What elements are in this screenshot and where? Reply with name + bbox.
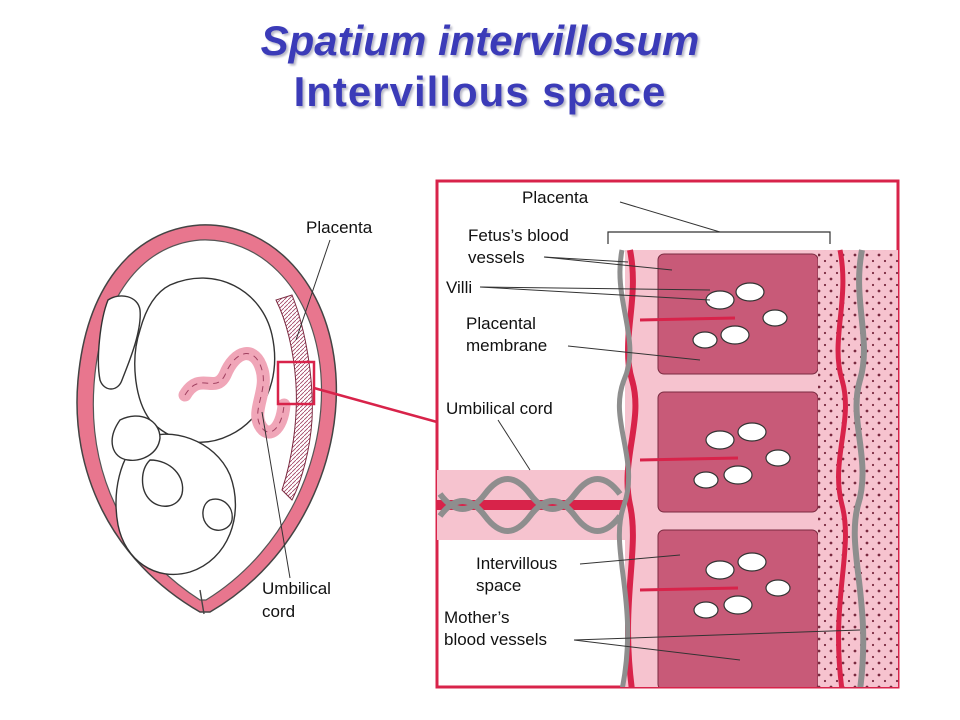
- magnify-box: [276, 360, 316, 406]
- leader-umbilical-left: [261, 411, 291, 579]
- title-latin: Spatium intervillosum: [260, 17, 700, 64]
- uterus-figure: [76, 224, 338, 615]
- leader-placenta-left: [295, 239, 331, 341]
- label-placenta-inset: Placenta: [522, 188, 589, 207]
- label-umbilical-cord-inset: Umbilical cord: [446, 399, 553, 418]
- villi-cluster-3: [639, 552, 791, 619]
- placenta-left: [275, 294, 313, 501]
- title-block: Spatium intervillosum Intervillous space: [0, 16, 960, 118]
- label-villi: Villi: [446, 278, 472, 297]
- compartment-1: [657, 253, 819, 375]
- compartment-2: [657, 391, 819, 513]
- villi-cluster-1: [639, 282, 788, 349]
- label-intervillous-1: Intervillous: [476, 554, 557, 573]
- label-umbilical-left-1: Umbilical: [262, 579, 331, 598]
- title-english: Intervillous space: [293, 68, 667, 115]
- label-fetus-vessels-2: vessels: [468, 248, 525, 267]
- label-placental-membrane-1: Placental: [466, 314, 536, 333]
- label-mother-vessels-1: Mother’s: [444, 608, 510, 627]
- inset-panel: [435, 179, 900, 689]
- label-mother-vessels-2: blood vessels: [444, 630, 547, 649]
- label-fetus-vessels-1: Fetus’s blood: [468, 226, 569, 245]
- label-placental-membrane-2: membrane: [466, 336, 547, 355]
- label-umbilical-left-2: cord: [262, 602, 295, 621]
- fetus: [97, 277, 276, 576]
- label-placenta-left: Placenta: [306, 218, 373, 237]
- label-intervillous-2: space: [476, 576, 521, 595]
- magnify-connector: [313, 386, 438, 424]
- villi-cluster-2: [639, 422, 791, 489]
